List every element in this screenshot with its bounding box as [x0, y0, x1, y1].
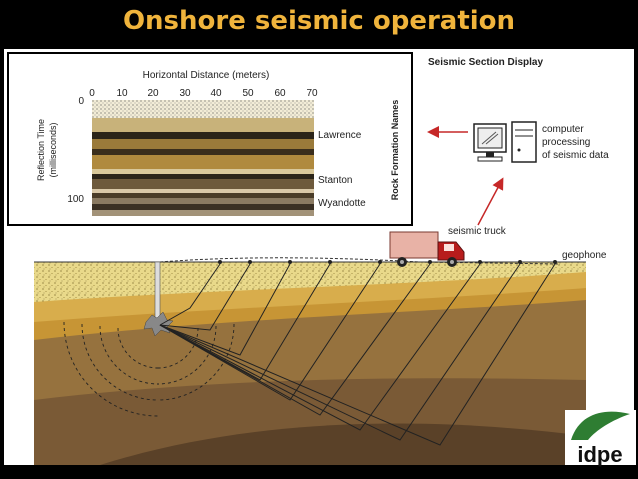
x-tick: 50 [242, 88, 254, 99]
explosion-source-icon [143, 311, 174, 337]
processing-text: processing [542, 137, 590, 148]
computer-icon [473, 121, 537, 163]
formation-wyandotte: Wyandotte [318, 198, 366, 209]
x-tick: 30 [179, 88, 191, 99]
y-tick: 100 [67, 194, 84, 205]
earth-cross-section [34, 261, 586, 465]
processing-text: of seismic data [542, 150, 609, 161]
y-tick: 0 [78, 96, 84, 107]
shot-hole [154, 261, 161, 323]
section-display-heading: Seismic Section Display [428, 57, 543, 68]
seismic-truck-icon [389, 231, 465, 267]
seismic-truck-label: seismic truck [448, 226, 507, 237]
x-tick: 10 [116, 88, 128, 99]
seismic-traces [92, 100, 314, 216]
geophone-label: geophone [562, 250, 607, 261]
processing-text: computer [542, 124, 584, 135]
x-axis-label: Horizontal Distance (meters) [143, 70, 270, 81]
formation-stanton: Stanton [318, 175, 352, 186]
x-tick: 70 [306, 88, 318, 99]
x-tick: 60 [274, 88, 286, 99]
ray-paths [159, 263, 556, 446]
formation-lawrence: Lawrence [318, 130, 362, 141]
y-axis-label-units: (milliseconds) [48, 122, 58, 177]
arrow-to-computer [477, 177, 504, 226]
x-tick: 0 [89, 88, 95, 99]
slide-title: Onshore seismic operation [122, 6, 516, 36]
idpe-logo: idpe [565, 410, 636, 467]
logo-text: idpe [577, 442, 622, 467]
geophone-icons [218, 260, 557, 264]
x-tick: 20 [147, 88, 159, 99]
x-tick: 40 [210, 88, 222, 99]
y-axis-label: Reflection Time [36, 119, 46, 181]
formation-axis-label: Rock Formation Names [390, 100, 400, 201]
seismic-section-display: Horizontal Distance (meters) 0 10 20 30 … [7, 52, 413, 226]
wavefronts [63, 321, 235, 417]
